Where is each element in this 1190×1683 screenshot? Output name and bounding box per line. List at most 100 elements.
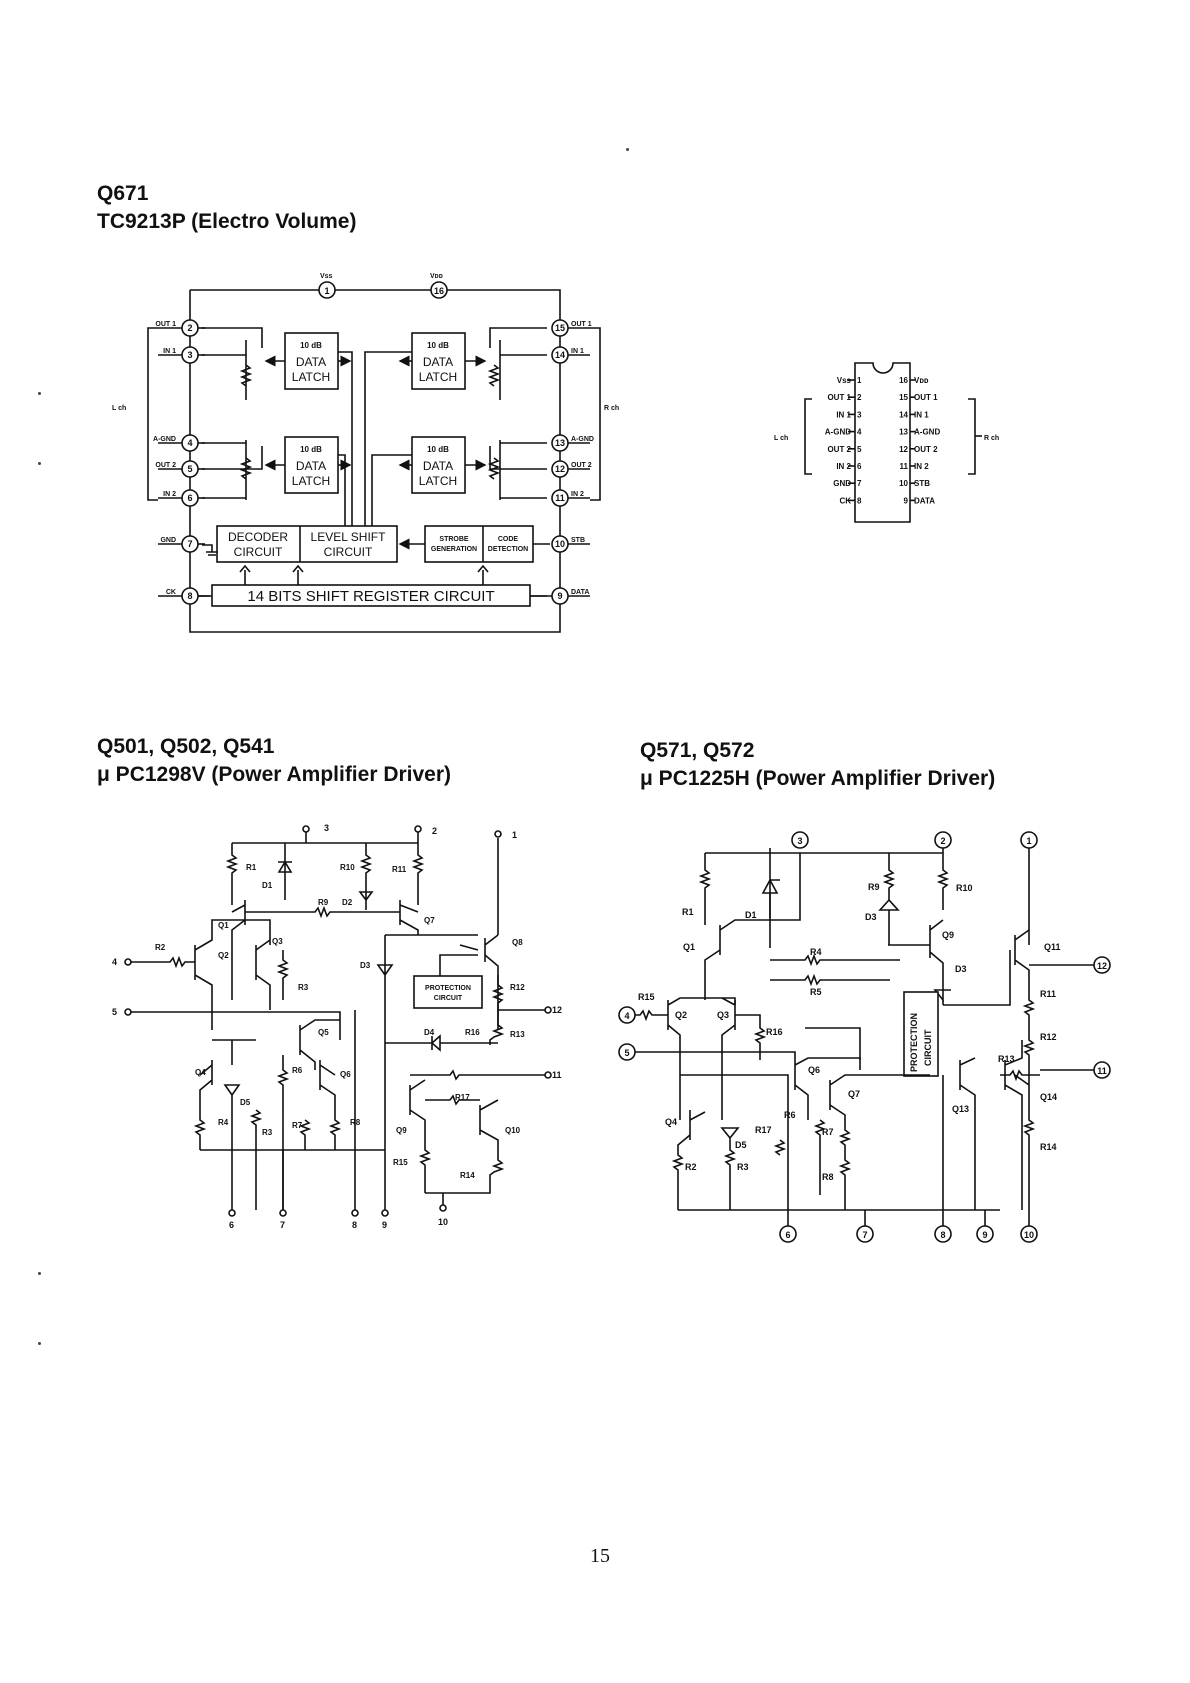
dip-left-number: 3: [857, 410, 862, 419]
lbl-q5: Q5: [318, 1028, 329, 1037]
lbl-r16: R16: [465, 1028, 480, 1037]
u25-pin-number: 3: [797, 836, 802, 846]
data-latch-box: [411, 436, 466, 494]
tc-pin-number: 15: [555, 323, 565, 333]
lbl-r6: R6: [784, 1110, 796, 1120]
lbl-d5: D5: [735, 1140, 747, 1150]
dip-rch: R ch: [984, 435, 999, 442]
lbl-q2: Q2: [675, 1010, 687, 1020]
tc-pin-number: 8: [187, 591, 192, 601]
tc-pin-label: IN 2: [571, 491, 584, 498]
lbl-r8: R8: [822, 1172, 834, 1182]
tc-pin-label: DATA: [571, 589, 589, 596]
lbl-d3: D3: [360, 961, 371, 970]
latch-latch: LATCH: [419, 474, 457, 488]
lbl-r10: R10: [956, 883, 973, 893]
tc-pin-number: 3: [187, 350, 192, 360]
lbl-r12: R12: [1040, 1032, 1057, 1042]
u25-pin-10: [1020, 1225, 1038, 1243]
latch-gain: 10 dB: [427, 341, 449, 350]
lbl-r3: R3: [298, 983, 309, 992]
pin-5-label: 5: [112, 1007, 117, 1017]
level-shift-line1: LEVEL SHIFT: [311, 530, 387, 544]
lbl-r1: R1: [246, 863, 257, 872]
dip-lch: L ch: [774, 435, 788, 442]
dip-right-label: Vᴅᴅ: [914, 376, 929, 385]
tc-pin-5: [181, 460, 199, 478]
latch-latch: LATCH: [292, 370, 330, 384]
lbl-q7: Q7: [424, 916, 435, 925]
lbl-q8: Q8: [512, 938, 523, 947]
header-part: μ PC1225H (Power Amplifier Driver): [640, 767, 996, 790]
lbl-r5: R5: [810, 987, 822, 997]
latch-gain: 10 dB: [300, 445, 322, 454]
pin-1-label: 1: [512, 830, 517, 840]
tc-pin-label: GND: [160, 537, 176, 544]
strobe-line1: STROBE: [439, 536, 469, 543]
tc-pin-label: OUT 1: [571, 321, 592, 328]
upc1298-protection-box: [413, 975, 483, 1009]
lbl-q3: Q3: [717, 1010, 729, 1020]
tc-pin-number: 11: [555, 493, 565, 503]
tc-pin-13: [551, 434, 569, 452]
u25-pin-8: [934, 1225, 952, 1243]
vdd-label: Vᴅᴅ: [430, 273, 443, 280]
lbl-r16: R16: [766, 1027, 783, 1037]
lbl-q10: Q10: [505, 1126, 521, 1135]
vss-label: Vss: [320, 273, 333, 280]
lbl-r3: R3: [737, 1162, 749, 1172]
scan-speck: [38, 392, 41, 395]
dip-left-number: 2: [857, 393, 862, 402]
dip-left-number: 8: [857, 496, 862, 505]
lbl-q9: Q9: [942, 930, 954, 940]
dip-left-label: A-GND: [825, 428, 851, 437]
dip-left-label: Vss: [837, 376, 852, 385]
protection-line2: CIRCUIT: [434, 995, 463, 1002]
header-part: μ PC1298V (Power Amplifier Driver): [97, 763, 452, 786]
tc-pin-number: 13: [555, 438, 565, 448]
lbl-r2: R2: [685, 1162, 697, 1172]
dip-right-number: 11: [900, 462, 909, 471]
dip-left-label: CK: [839, 496, 851, 505]
latch-data: DATA: [296, 355, 326, 369]
latch-data: DATA: [423, 459, 453, 473]
strobe-line2: GENERATION: [431, 546, 477, 553]
u25-pin-number: 1: [1026, 836, 1031, 846]
lbl-q11: Q11: [1044, 942, 1061, 952]
dip-right-label: DATA: [914, 496, 935, 505]
dip-left-number: 7: [857, 479, 862, 488]
lbl-r14: R14: [1040, 1142, 1057, 1152]
dip-left-number: 1: [857, 376, 862, 385]
pin-12-label: 12: [552, 1005, 562, 1015]
decoder-line1: DECODER: [228, 530, 288, 544]
lbl-r8: R8: [350, 1118, 361, 1127]
lbl-q1: Q1: [683, 942, 695, 952]
pin-1-vss: [318, 281, 336, 299]
dip-right-label: STB: [914, 479, 930, 488]
u25-pin-number: 9: [982, 1230, 987, 1240]
lbl-r7: R7: [822, 1127, 834, 1137]
upc1225-protection-box: [903, 991, 939, 1077]
lbl-d2: D2: [342, 898, 353, 907]
lbl-q6: Q6: [340, 1070, 351, 1079]
latch-gain: 10 dB: [427, 445, 449, 454]
tc-pin-label: OUT 2: [155, 462, 176, 469]
data-latch-box: [284, 436, 339, 494]
dip-left-label: OUT 1: [827, 393, 851, 402]
svg-text:16: 16: [434, 286, 444, 296]
lbl-r15: R15: [638, 992, 655, 1002]
scan-speck: [626, 148, 629, 151]
header-upc1225h: Q571, Q572 μ PC1225H (Power Amplifier Dr…: [640, 737, 995, 793]
u25-pin-number: 10: [1024, 1230, 1034, 1240]
tc-pin-number: 2: [187, 323, 192, 333]
tc-pin-2: [181, 319, 199, 337]
dip-right-number: 13: [899, 428, 908, 437]
tc-pin-number: 9: [557, 591, 562, 601]
lbl-q13: Q13: [952, 1104, 969, 1114]
tc-pin-number: 4: [187, 438, 192, 448]
tc-pin-10: [551, 535, 569, 553]
u25-pin-number: 6: [785, 1230, 790, 1240]
